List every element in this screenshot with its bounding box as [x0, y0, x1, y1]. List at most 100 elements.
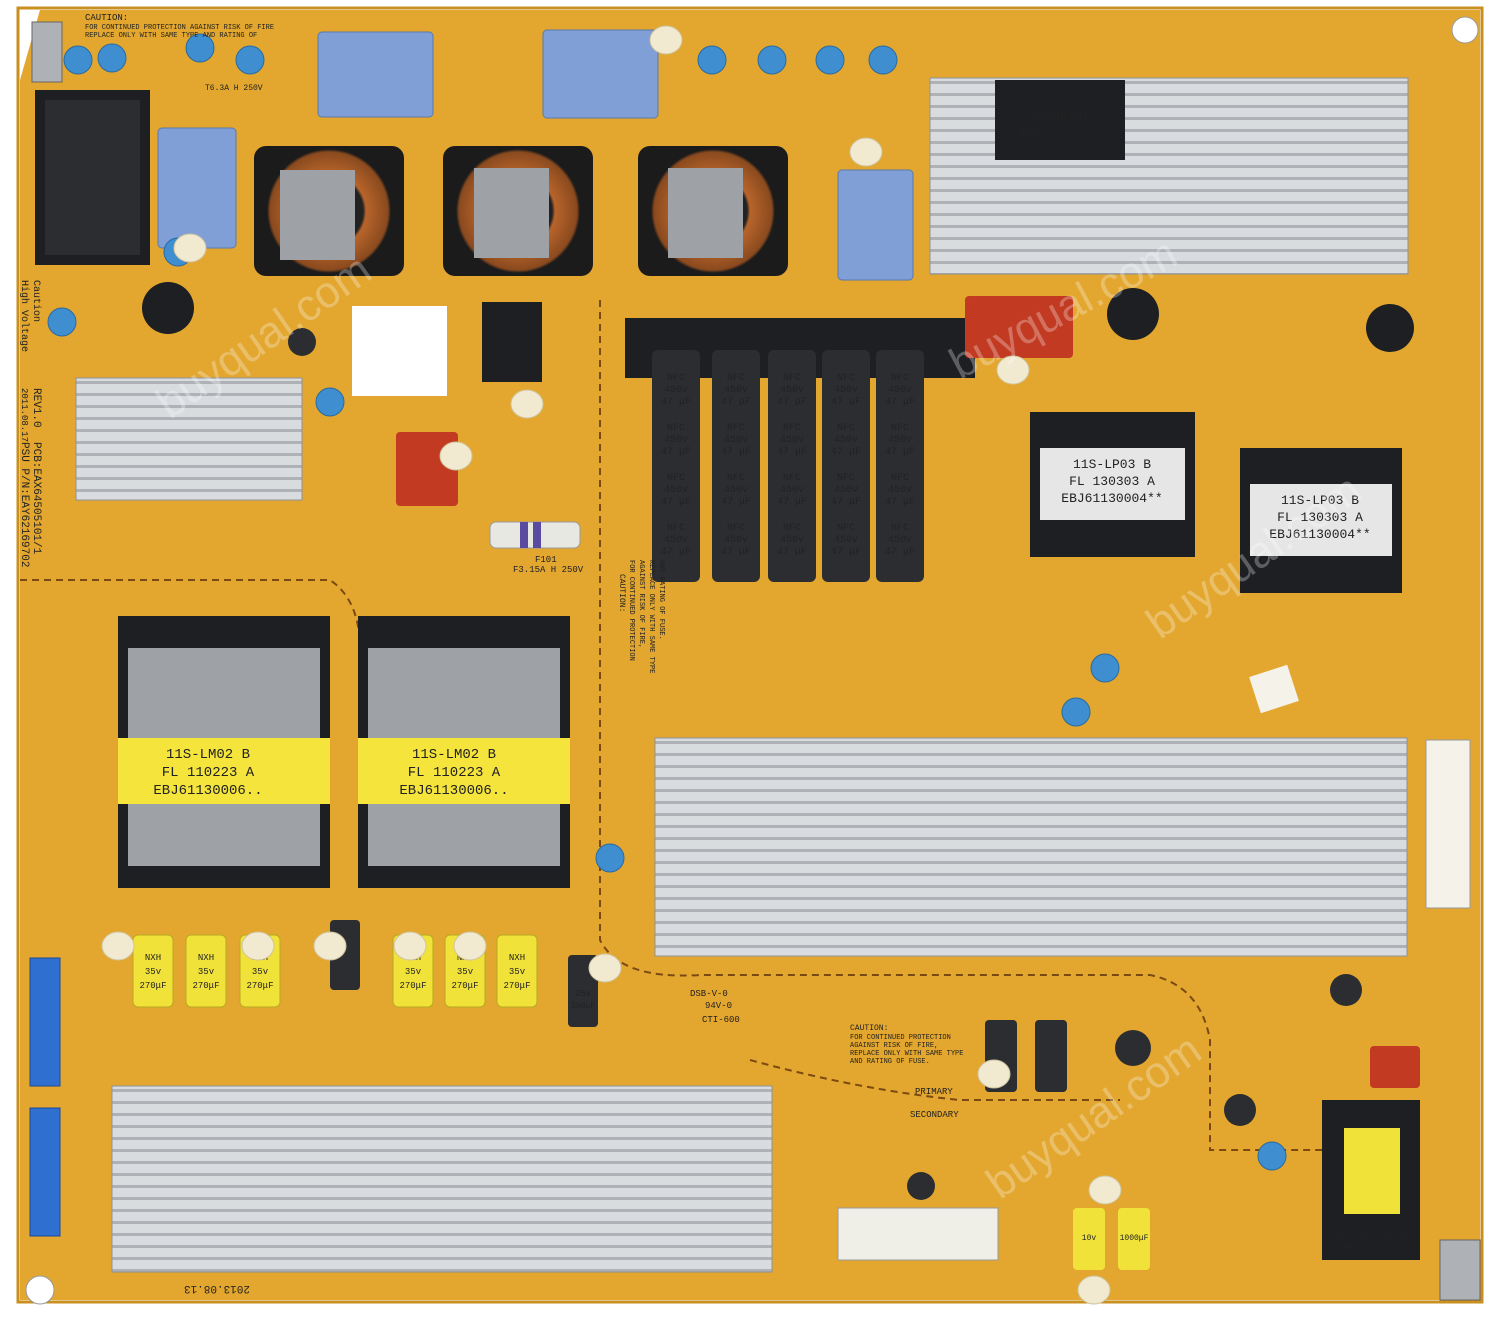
cti-rating: CTI-600 — [702, 1015, 740, 1025]
barcode-sticker — [1425, 739, 1471, 909]
bulk-capacitor-value: 47 μF — [885, 547, 915, 558]
llc-transformer-1: 11S-LM02 B FL 110223 A EBJ61130006.. — [118, 616, 330, 888]
bulk-capacitor-voltage: 450v — [780, 435, 804, 446]
pfc-heatsink — [75, 377, 303, 501]
bulk-capacitor-label: NFC — [727, 423, 745, 434]
ceramic-capacitor — [1090, 653, 1120, 683]
output-connector — [29, 957, 61, 1087]
right-transformer-1: 11S-LP03 B FL 130303 A EBJ61130004** — [1030, 412, 1195, 557]
bulk-capacitor-value: 47 μF — [721, 447, 751, 458]
electrolytic-capacitor — [1118, 1208, 1150, 1270]
glue-blob — [849, 137, 883, 167]
output-capacitor-voltage: 35v — [457, 967, 474, 977]
output-capacitor-value: 270μF — [139, 981, 166, 991]
bulk-capacitor-label: NFC — [783, 523, 801, 534]
bulk-capacitor-value: 47 μF — [721, 547, 751, 558]
electrolytic-capacitor — [1073, 1208, 1105, 1270]
bulk-capacitor-voltage: 450v — [780, 535, 804, 546]
bulk-capacitor-value: 47 μF — [661, 547, 691, 558]
output-capacitor-voltage: 35v — [198, 967, 215, 977]
bulk-capacitor-value: 47 μF — [661, 397, 691, 408]
output-capacitor-value: 270μF — [399, 981, 426, 991]
glue-blobs — [101, 25, 1122, 1305]
output-capacitor-voltage: 35v — [145, 967, 162, 977]
output-capacitor-value: 270μF — [503, 981, 530, 991]
choke-core — [280, 170, 355, 260]
output-capacitor-brand: NXH — [145, 953, 161, 963]
ceramic-capacitor — [315, 387, 345, 417]
bulk-capacitor-label: NFC — [891, 373, 909, 384]
red-film-capacitor — [965, 296, 1073, 358]
fuse-rating: F3.15A H 250V — [513, 565, 584, 575]
bulk-capacitor — [712, 350, 760, 582]
bulk-capacitor-label: NFC — [891, 423, 909, 434]
bulk-capacitor-voltage: 450v — [888, 485, 912, 496]
bulk-capacitor-label: NFC — [727, 523, 745, 534]
bulk-capacitor-value: 47 μF — [721, 397, 751, 408]
bulk-capacitor-voltage: 450v — [724, 435, 748, 446]
pcb-number: PCB:EAX64505101/1 — [30, 442, 42, 555]
board-date: 2011.08.17 — [19, 388, 29, 442]
caution-top: CAUTION: — [85, 13, 128, 23]
output-capacitor-voltage: 35v — [252, 967, 269, 977]
bulk-capacitor-label: NFC — [727, 373, 745, 384]
bulk-capacitor-value: 47 μF — [831, 547, 861, 558]
caution-mid-3: AGAINST RISK OF FIRE, — [637, 560, 645, 648]
bulk-capacitor-voltage: 450v — [834, 435, 858, 446]
bulk-capacitor-value: 47 μF — [885, 497, 915, 508]
bulk-capacitor-label: NFC — [837, 523, 855, 534]
ceramic-capacitor — [595, 843, 625, 873]
output-header — [837, 1207, 999, 1261]
bulk-capacitor-voltage: 450v — [780, 385, 804, 396]
bulk-capacitor-value: 47 μF — [885, 397, 915, 408]
caution-low-2: FOR CONTINUED PROTECTION — [850, 1034, 951, 1042]
bulk-capacitor-label: NFC — [837, 423, 855, 434]
transformer-label-line2: FL 130303 A — [1277, 510, 1363, 525]
glue-blob — [101, 931, 135, 961]
x-capacitor — [157, 127, 237, 249]
ceramic-capacitor — [1061, 697, 1091, 727]
caution-mid: CAUTION: — [617, 574, 626, 612]
glue-blob — [1077, 1275, 1111, 1305]
bulk-capacitor-voltage: 450v — [834, 535, 858, 546]
transformer-label-line3: EBJ61130004** — [1269, 527, 1370, 542]
output-heatsink — [654, 737, 1408, 957]
bulk-capacitor-label: NFC — [667, 373, 685, 384]
flammability-mark: DSB-V-0 — [690, 989, 728, 999]
glue-blob — [588, 953, 622, 983]
pcb-edge — [16, 6, 1484, 1304]
cap-voltage: 25v — [575, 989, 592, 999]
cap-voltage: 10v — [1082, 1234, 1097, 1243]
rev-label: REV1.0 — [30, 388, 42, 428]
transformer-label-line1: 11S-LP03 B — [1281, 493, 1359, 508]
bulk-capacitor-value: 47 μF — [885, 447, 915, 458]
bulk-capacitor-voltage: 450v — [834, 385, 858, 396]
cap-value: 390μF — [571, 1002, 595, 1011]
right-transformer-2: 11S-LP03 B FL 130303 A EBJ61130004** — [1240, 448, 1402, 593]
transformer-label-line2: FL 110223 A — [162, 765, 255, 781]
caution-side-2: High Voltage — [18, 280, 30, 352]
output-capacitor-value: 270μF — [192, 981, 219, 991]
glue-blob — [977, 1059, 1011, 1089]
ceramic-capacitor — [97, 43, 127, 73]
electrolytic-capacitor-top — [907, 1172, 935, 1200]
bulk-capacitor-value: 47 μF — [777, 397, 807, 408]
fuse-band — [520, 522, 528, 548]
output-capacitor-voltage: 35v — [405, 967, 422, 977]
glue-blob — [313, 931, 347, 961]
fuse-designator: F101 — [535, 555, 557, 565]
bulk-capacitor-value: 47 μF — [831, 447, 861, 458]
caution-top-2: FOR CONTINUED PROTECTION AGAINST RISK OF… — [85, 24, 274, 32]
output-capacitor — [185, 934, 227, 1008]
bulk-capacitor-label: NFC — [837, 473, 855, 484]
white-tape — [352, 306, 447, 396]
bulk-capacitor-value: 47 μF — [661, 497, 691, 508]
transformer-label-line3: EBJ61130004** — [1061, 491, 1162, 506]
fuse-band — [533, 522, 541, 548]
bulk-capacitor-label: NFC — [783, 473, 801, 484]
output-capacitor-voltage: 35v — [509, 967, 526, 977]
transformer-label-line3: EBJ61130006.. — [153, 783, 262, 799]
bulk-capacitor-voltage: 450v — [724, 385, 748, 396]
